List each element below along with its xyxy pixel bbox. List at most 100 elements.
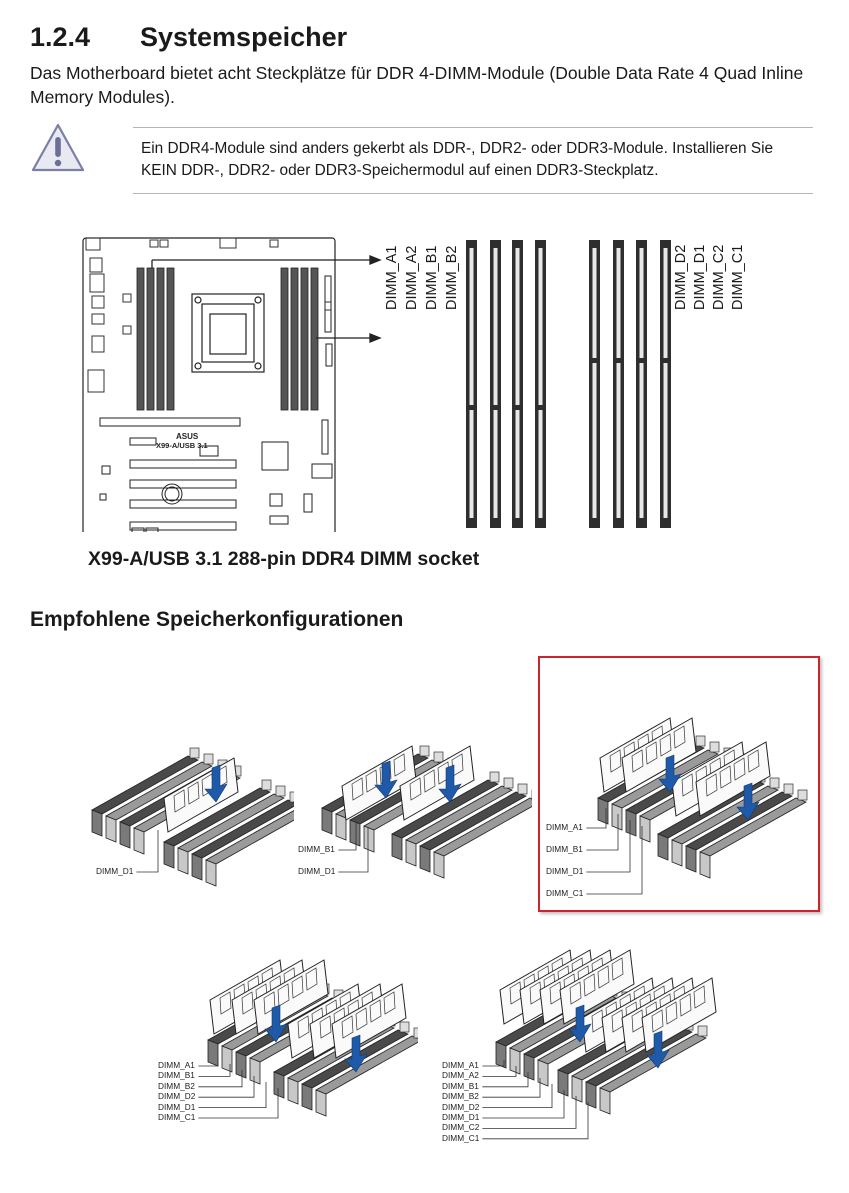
label-leader-line [482, 1072, 529, 1088]
label-leader-line [338, 822, 357, 851]
config-slot-label: DIMM_B2 [158, 1080, 195, 1091]
config-heading: Empfohlene Speicherkonfigurationen [30, 608, 404, 631]
memory-module [621, 717, 697, 793]
dimm-slot [91, 747, 200, 837]
diagram-caption: X99-A/USB 3.1 288-pin DDR4 DIMM socket [88, 548, 480, 570]
cpu-socket [191, 293, 265, 373]
board-dimm-left [136, 267, 319, 411]
label-leader-line [482, 1090, 565, 1119]
insert-arrow-icon [264, 1004, 288, 1043]
pointer-arrows [151, 255, 382, 343]
config-slot-label: DIMM_B1 [158, 1070, 195, 1081]
config-slot-label: DIMM_D1 [442, 1112, 480, 1122]
config-slot-label: DIMM_A1 [442, 1060, 479, 1070]
memory-module [331, 983, 407, 1059]
label-leader-line [198, 1064, 231, 1077]
config-slot-label: DIMM_D1 [158, 1101, 196, 1112]
slot-label: DIMM_A2 [404, 245, 420, 310]
label-leader-line [586, 808, 607, 829]
pcie-slots [99, 417, 241, 531]
config-slot-label: DIMM_B2 [442, 1091, 479, 1102]
label-leader-line [482, 1096, 577, 1129]
warning-note: Ein DDR4-Module sind anders gekerbt als … [133, 127, 813, 194]
label-leader-line [482, 1102, 589, 1140]
warning-triangle-icon [31, 123, 85, 172]
dimm-slot [205, 810, 294, 887]
config-slot-label: DIMM_A2 [442, 1070, 479, 1081]
section-heading: 1.2.4 Systemspeicher [30, 22, 347, 53]
config-slot-label: DIMM_D2 [442, 1101, 480, 1112]
dimm-slot [685, 783, 794, 873]
dimm-slot [177, 785, 286, 875]
dimm-slot [599, 1025, 708, 1115]
label-leader-line [482, 1078, 541, 1098]
config-illustration [198, 959, 418, 1119]
motherboard-outline [82, 237, 336, 532]
label-leader-line [198, 1082, 267, 1109]
slot-label: DIMM_A1 [384, 245, 400, 310]
label-leader-line [198, 1058, 219, 1067]
dimm-slot [405, 777, 514, 867]
slot-label: DIMM_C1 [730, 244, 746, 310]
config-slot-label: DIMM_C1 [442, 1132, 480, 1143]
label-leader-line [198, 1070, 243, 1088]
config-illustration [482, 949, 717, 1140]
intro-paragraph: Das Motherboard bietet acht Steckplätze … [30, 63, 804, 107]
insert-arrow-icon [204, 764, 228, 803]
config-1-module: DIMM_D1 [84, 690, 294, 890]
config-slot-label: DIMM_D1 [298, 866, 336, 876]
insert-arrow-icon [736, 782, 760, 821]
dimm-slot [391, 771, 500, 861]
board-model: X99-A/USB 3.1 [156, 441, 208, 450]
insert-arrow-icon [344, 1034, 368, 1073]
config-slot-label: DIMM_C1 [546, 888, 584, 898]
config-slot-label: DIMM_B1 [298, 844, 335, 854]
config-slot-label: DIMM_C1 [158, 1112, 196, 1122]
dimm-slot [699, 789, 808, 879]
insert-arrow-icon [658, 754, 682, 793]
memory-module [559, 949, 635, 1025]
slot-label: DIMM_C2 [711, 244, 727, 310]
insert-arrow-icon [568, 1004, 592, 1043]
label-leader-line [586, 826, 643, 895]
config-illustration [91, 747, 294, 887]
memory-module [695, 741, 771, 817]
dimm-slot [419, 783, 528, 873]
config-slot-label: DIMM_D1 [546, 866, 584, 876]
config-slot-label: DIMM_C2 [442, 1122, 480, 1133]
slot-label: DIMM_D2 [673, 244, 689, 310]
label-leader-line [338, 828, 369, 873]
config-slot-label: DIMM_B1 [442, 1080, 479, 1091]
label-leader-line [586, 814, 619, 851]
label-leader-line [482, 1066, 517, 1077]
board-brand: ASUS [176, 432, 199, 441]
label-leader-line [586, 820, 631, 873]
dimm-slot-strip-left [466, 240, 546, 528]
insert-arrow-icon [646, 1030, 670, 1069]
dimm-slot [105, 753, 214, 843]
label-leader-line [482, 1060, 505, 1067]
label-leader-line [482, 1084, 553, 1109]
config-slot-label: DIMM_A1 [158, 1060, 195, 1070]
label-leader-line [198, 1088, 279, 1119]
dimm-slot-strip-right [589, 240, 671, 528]
config-illustration [586, 717, 808, 895]
config-slot-label: DIMM_B1 [546, 844, 583, 854]
label-leader-line [198, 1076, 255, 1098]
dimm-slot [433, 789, 532, 879]
config-slot-label: DIMM_D1 [96, 866, 134, 876]
slot-label: DIMM_D1 [692, 244, 708, 310]
slot-label: DIMM_B2 [444, 245, 460, 310]
insert-arrow-icon [438, 764, 462, 803]
section-title: Systemspeicher [140, 22, 348, 52]
section-number: 1.2.4 [30, 22, 91, 52]
config-slot-label: DIMM_A1 [546, 822, 583, 832]
dimm-slot [191, 791, 294, 881]
slot-label: DIMM_B1 [424, 245, 440, 310]
motherboard-diagram: ASUS X99-A/USB 3.1 [82, 237, 671, 532]
dimm-slot [163, 779, 272, 869]
